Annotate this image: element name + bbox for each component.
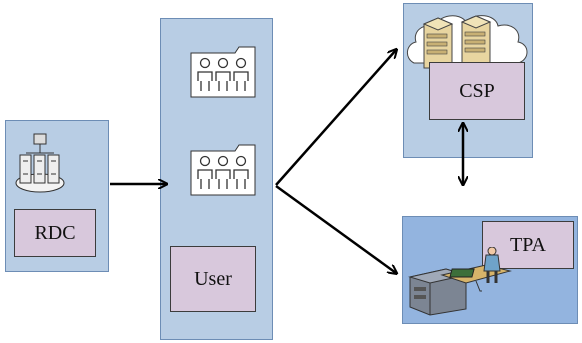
- csp-panel: CSP: [403, 3, 533, 158]
- user-group-folder-icon: [190, 46, 256, 98]
- rdc-panel: RDC: [5, 120, 109, 272]
- user-group-folder-icon: [190, 144, 256, 196]
- rdc-label-box: RDC: [14, 209, 96, 257]
- cloud-servers-icon: [407, 15, 528, 69]
- edge-user-tpa: [275, 184, 396, 273]
- csp-label: CSP: [459, 79, 495, 102]
- user-label: User: [194, 267, 232, 290]
- server-cluster-icon: [15, 133, 65, 193]
- user-panel: User: [160, 18, 273, 340]
- tpa-panel: TPA: [402, 216, 578, 324]
- user-label-box: User: [170, 246, 256, 312]
- tpa-label: TPA: [510, 233, 546, 256]
- csp-label-box: CSP: [429, 62, 525, 120]
- edge-user-csp: [275, 50, 396, 186]
- rdc-label: RDC: [34, 221, 76, 244]
- auditor-workstation-icon: [408, 247, 512, 316]
